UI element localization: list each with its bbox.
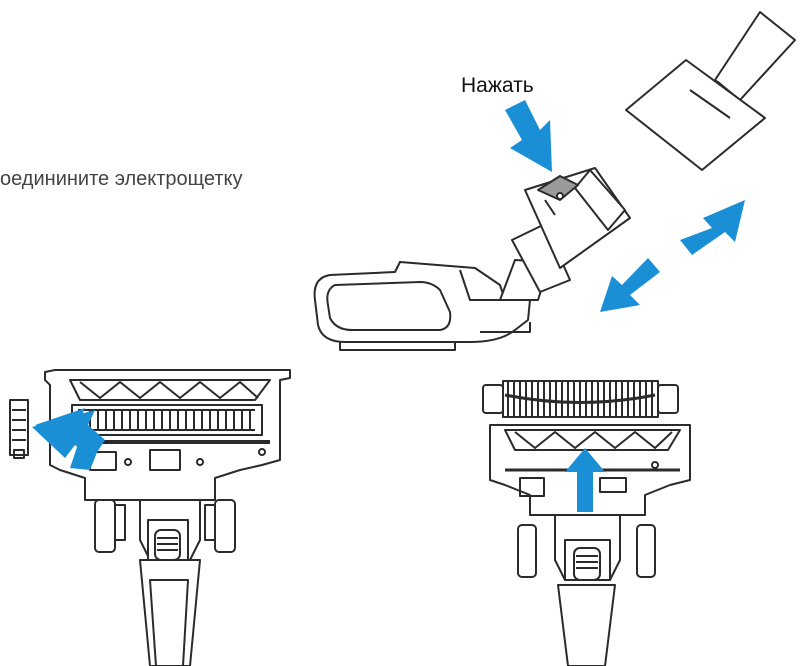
brush-head-icon [313,167,631,351]
side-cap-icon [9,399,29,459]
instruction-caption: оединините электрощетку [0,168,243,190]
brush-head-top-icon [44,369,291,666]
vacuum-tube-icon [625,11,796,171]
insert-arrow-icon [680,200,745,255]
press-label: Нажать [461,74,534,97]
side-cap-removal-figure [9,369,291,666]
remove-arrow-icon [600,258,660,312]
brush-attach-figure [313,11,796,351]
pull-arrow-icon-2 [32,410,105,460]
roller-removal-figure [482,380,691,666]
lift-arrow-icon [565,448,605,512]
press-arrow-icon [505,100,552,172]
brush-roller-icon [482,380,679,418]
